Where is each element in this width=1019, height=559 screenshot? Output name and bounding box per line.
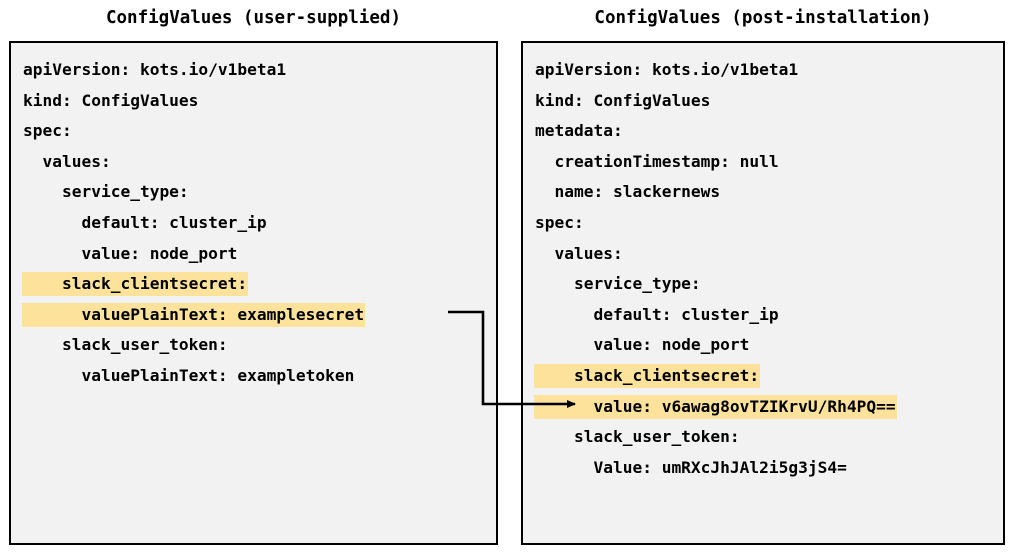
code-line: slack_clientsecret: xyxy=(22,269,492,300)
code-line-text: slack_user_token: xyxy=(535,427,740,447)
code-line-text: kind: ConfigValues xyxy=(535,90,711,110)
code-line-text: Value: umRXcJhJAl2i5g3jS4= xyxy=(535,457,847,477)
code-line-text: service_type: xyxy=(23,182,189,202)
code-line: creationTimestamp: null xyxy=(534,147,999,178)
code-line: values: xyxy=(22,147,492,178)
code-line-text: service_type: xyxy=(535,274,701,294)
code-line-text: metadata: xyxy=(535,121,623,141)
code-line: name: slackernews xyxy=(534,177,999,208)
left-yaml-code-block: apiVersion: kots.io/v1beta1 kind: ConfigV… xyxy=(22,55,492,392)
code-line-text: creationTimestamp: null xyxy=(535,151,779,171)
code-line-text: valuePlainText: exampletoken xyxy=(23,365,355,385)
code-line: kind: ConfigValues xyxy=(22,86,492,117)
code-line: valuePlainText: examplesecret xyxy=(22,300,492,331)
code-line: spec: xyxy=(534,208,999,239)
left-panel-title: ConfigValues (user-supplied) xyxy=(105,8,401,28)
code-line-text: values: xyxy=(23,151,111,171)
code-line: Value: umRXcJhJAl2i5g3jS4= xyxy=(534,453,999,484)
right-yaml-code-block: apiVersion: kots.io/v1beta1 kind: ConfigV… xyxy=(534,55,999,483)
code-line-text: slack_clientsecret: xyxy=(22,272,249,297)
config-values-post-installation-panel: apiVersion: kots.io/v1beta1 kind: ConfigV… xyxy=(521,41,1005,545)
code-line: slack_clientsecret: xyxy=(534,361,999,392)
code-line: valuePlainText: exampletoken xyxy=(22,361,492,392)
code-line: value: node_port xyxy=(22,239,492,270)
code-line-text: slack_user_token: xyxy=(23,335,228,355)
code-line: default: cluster_ip xyxy=(534,300,999,331)
code-line: kind: ConfigValues xyxy=(534,86,999,117)
code-line-text: slack_clientsecret: xyxy=(534,363,761,388)
code-line-text: default: cluster_ip xyxy=(535,304,779,324)
code-line-text: value: node_port xyxy=(535,335,750,355)
code-line-text: apiVersion: kots.io/v1beta1 xyxy=(535,60,799,79)
right-panel-title: ConfigValues (post-installation) xyxy=(594,8,932,28)
code-line-text: values: xyxy=(535,243,623,263)
code-line-text: valuePlainText: examplesecret xyxy=(22,302,366,327)
code-line: slack_user_token: xyxy=(534,422,999,453)
code-line: service_type: xyxy=(22,177,492,208)
code-line-text: apiVersion: kots.io/v1beta1 xyxy=(23,60,287,79)
code-line: metadata: xyxy=(534,116,999,147)
code-line-text: value: node_port xyxy=(23,243,238,263)
code-line-text: spec: xyxy=(535,212,584,232)
code-line: service_type: xyxy=(534,269,999,300)
code-line-text: name: slackernews xyxy=(535,182,721,202)
code-line-text: value: v6awag8ovTZIKrvU/Rh4PQ== xyxy=(534,394,897,419)
code-line: value: v6awag8ovTZIKrvU/Rh4PQ== xyxy=(534,392,999,423)
code-line: values: xyxy=(534,239,999,270)
code-line: slack_user_token: xyxy=(22,330,492,361)
code-line: apiVersion: kots.io/v1beta1 xyxy=(534,55,999,86)
code-line: value: node_port xyxy=(534,330,999,361)
code-line-text: default: cluster_ip xyxy=(23,212,267,232)
config-values-user-supplied-panel: apiVersion: kots.io/v1beta1 kind: ConfigV… xyxy=(9,41,498,545)
code-line-text: spec: xyxy=(23,121,72,141)
code-line-text: kind: ConfigValues xyxy=(23,90,199,110)
code-line: apiVersion: kots.io/v1beta1 xyxy=(22,55,492,86)
code-line: spec: xyxy=(22,116,492,147)
code-line: default: cluster_ip xyxy=(22,208,492,239)
